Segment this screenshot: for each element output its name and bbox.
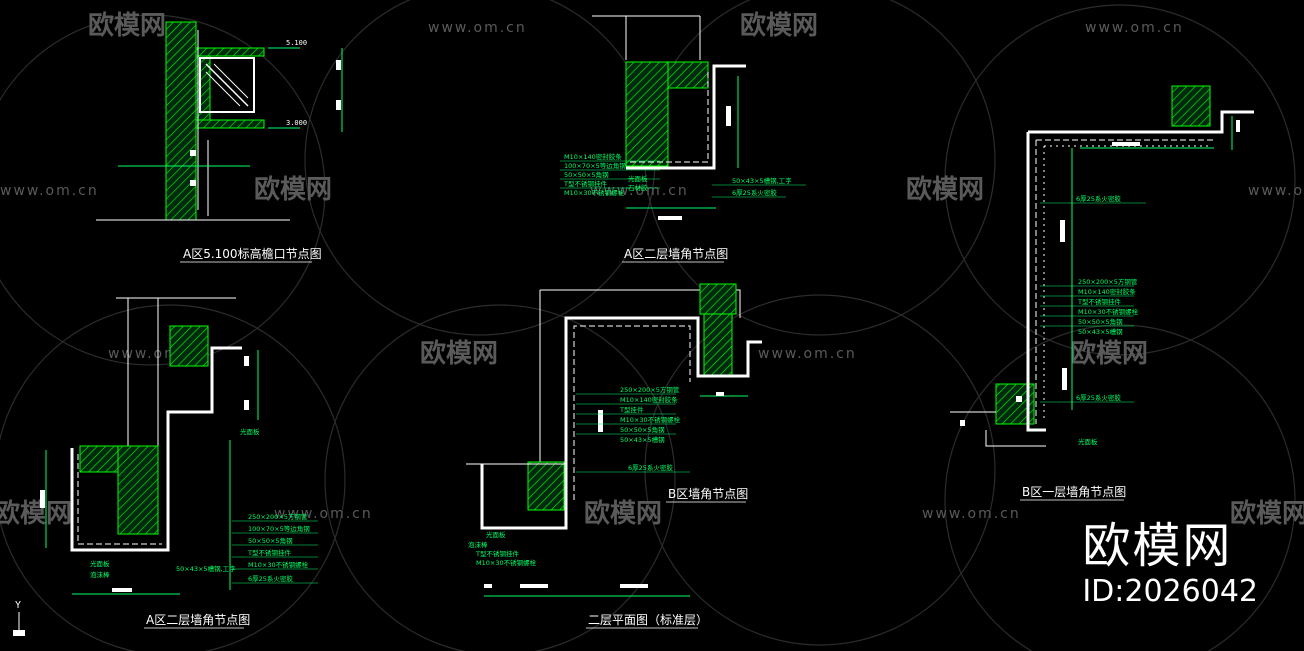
watermark-url: www.om.cn [0, 183, 99, 199]
watermark-logo: 欧模网 [0, 498, 72, 529]
svg-text:泡沫棒: 泡沫棒 [468, 540, 488, 549]
svg-text:50×43×5槽钢,工字: 50×43×5槽钢,工字 [176, 564, 236, 573]
callout-notes: 250×200×5方钢管 M10×140密封胶条 T型挂件 M10×30不锈钢螺… [576, 385, 690, 473]
watermark-url: www.om.cn [274, 506, 373, 522]
watermarks: 欧模网 www.om.cn 欧模网 www.om.cn www.om.cn 欧模… [0, 10, 1304, 529]
brand-block: 欧模网 ID:2026042 [1082, 518, 1258, 610]
svg-text:光面板: 光面板 [90, 559, 110, 568]
callout-notes: 6厚25系火密胶 250×200×5方钢管 M10×140密封胶条 T型不锈钢挂… [1040, 194, 1146, 446]
drawing-title: B区墙角节点图 [668, 487, 748, 501]
svg-text:50×50×5角钢: 50×50×5角钢 [564, 170, 609, 179]
drawing-a-corner-bottom: 250×200×5方钢管 100×70×5等边角钢 50×50×5角钢 T型不锈… [40, 297, 318, 629]
svg-text:光面板: 光面板 [628, 174, 648, 183]
svg-text:石材胶: 石材胶 [628, 183, 648, 192]
drawing-title: A区5.100标高檐口节点图 [183, 246, 322, 261]
watermark-logo: 欧模网 [1230, 498, 1304, 529]
svg-text:M10×30不锈钢螺栓: M10×30不锈钢螺栓 [248, 560, 309, 569]
svg-text:T型挂件: T型挂件 [619, 405, 644, 414]
svg-text:M10×30不锈钢螺栓: M10×30不锈钢螺栓 [1078, 307, 1139, 316]
svg-text:光面板: 光面板 [1078, 437, 1098, 446]
svg-text:50×50×5角钢: 50×50×5角钢 [1078, 317, 1123, 326]
svg-text:M10×140密封胶条: M10×140密封胶条 [564, 152, 622, 161]
svg-text:6厚25系火密胶: 6厚25系火密胶 [732, 188, 777, 197]
svg-text:6厚25系火密胶: 6厚25系火密胶 [1076, 393, 1121, 402]
svg-text:250×200×5方钢管: 250×200×5方钢管 [1078, 277, 1138, 286]
watermark-logo: 欧模网 [88, 10, 166, 41]
watermark-logo: 欧模网 [740, 10, 818, 41]
svg-text:光面板: 光面板 [240, 427, 260, 436]
drawing-floor-plan: 光面板 泡沫棒 T型不锈钢挂件 M10×30不锈钢螺栓 二层平面图（标准层） [466, 283, 762, 629]
callout-notes: 250×200×5方钢管 100×70×5等边角钢 50×50×5角钢 T型不锈… [90, 427, 318, 584]
svg-text:50×43×5槽钢: 50×43×5槽钢 [1078, 327, 1123, 336]
watermark-logo: 欧模网 [254, 174, 332, 205]
svg-text:M10×30不锈钢螺栓: M10×30不锈钢螺栓 [620, 415, 681, 424]
watermark-logo: 欧模网 [906, 174, 984, 205]
drawing-title: B区一层墙角节点图 [1022, 485, 1126, 499]
ucs-axis-icon: Y [13, 600, 25, 636]
level-marker-top: 5.100 [286, 39, 307, 47]
brand-logo: 欧模网 [1082, 518, 1233, 574]
level-marker-bottom: 3.000 [286, 119, 307, 127]
drawing-title: 二层平面图（标准层） [588, 613, 708, 627]
svg-text:100×70×5等边角钢: 100×70×5等边角钢 [248, 524, 310, 533]
watermark-url: www.om.cn [590, 183, 689, 199]
drawing-title: A区二层墙角节点图 [624, 247, 728, 261]
watermark-url: www.om.cn [1248, 183, 1304, 199]
watermark-url: www.om.cn [922, 506, 1021, 522]
callout-notes-right: 50×43×5槽钢,工字 6厚25系火密胶 [712, 176, 806, 198]
watermark-logo: 欧模网 [420, 338, 498, 369]
brand-id: ID:2026042 [1082, 574, 1258, 609]
svg-text:50×50×5角钢: 50×50×5角钢 [248, 536, 293, 545]
drawing-title: A区二层墙角节点图 [146, 613, 250, 627]
watermark-logo: 欧模网 [1070, 338, 1148, 369]
svg-text:250×200×5方钢管: 250×200×5方钢管 [248, 512, 308, 521]
svg-text:100×70×5等边角钢: 100×70×5等边角钢 [564, 161, 626, 170]
svg-text:T型不锈钢挂件: T型不锈钢挂件 [475, 549, 519, 558]
watermark-url: www.om.cn [758, 346, 857, 362]
svg-text:M10×30不锈钢螺栓: M10×30不锈钢螺栓 [476, 558, 537, 567]
drawing-b-corner: 250×200×5方钢管 M10×140密封胶条 T型挂件 M10×30不锈钢螺… [576, 385, 748, 503]
svg-text:6厚25系火密胶: 6厚25系火密胶 [628, 463, 673, 472]
svg-text:泡沫棒: 泡沫棒 [90, 570, 110, 579]
callout-notes-left: 光面板 泡沫棒 T型不锈钢挂件 M10×30不锈钢螺栓 [468, 530, 537, 567]
svg-text:6厚25系火密胶: 6厚25系火密胶 [248, 574, 293, 583]
svg-text:50×43×5槽钢,工字: 50×43×5槽钢,工字 [732, 176, 792, 185]
svg-text:250×200×5方钢管: 250×200×5方钢管 [620, 385, 680, 394]
svg-text:T型不锈钢挂件: T型不锈钢挂件 [247, 548, 291, 557]
drawing-b-corner-first: 6厚25系火密胶 250×200×5方钢管 M10×140密封胶条 T型不锈钢挂… [950, 85, 1254, 501]
drawing-a-corner-top: M10×140密封胶条 100×70×5等边角钢 50×50×5角钢 T型不锈钢… [560, 15, 806, 263]
callout-notes-left: M10×140密封胶条 100×70×5等边角钢 50×50×5角钢 T型不锈钢… [560, 152, 660, 197]
svg-text:M10×140密封胶条: M10×140密封胶条 [1078, 287, 1136, 296]
svg-text:50×43×5槽钢: 50×43×5槽钢 [620, 435, 665, 444]
svg-text:6厚25系火密胶: 6厚25系火密胶 [1076, 194, 1121, 203]
svg-text:M10×140密封胶条: M10×140密封胶条 [620, 395, 678, 404]
ucs-y-label: Y [15, 600, 21, 611]
watermark-url: www.om.cn [428, 20, 527, 36]
svg-text:T型不锈钢挂件: T型不锈钢挂件 [1077, 297, 1121, 306]
drawing-a-eave: 5.100 3.000 A区5.100标高檐口节点图 [96, 21, 343, 263]
svg-text:光面板: 光面板 [486, 530, 506, 539]
watermark-url: www.om.cn [1085, 20, 1184, 36]
watermark-logo: 欧模网 [584, 498, 662, 529]
svg-text:50×50×5角钢: 50×50×5角钢 [620, 425, 665, 434]
svg-text:T型不锈钢挂件: T型不锈钢挂件 [563, 179, 607, 188]
svg-text:M10×30不锈钢螺栓: M10×30不锈钢螺栓 [564, 188, 625, 197]
